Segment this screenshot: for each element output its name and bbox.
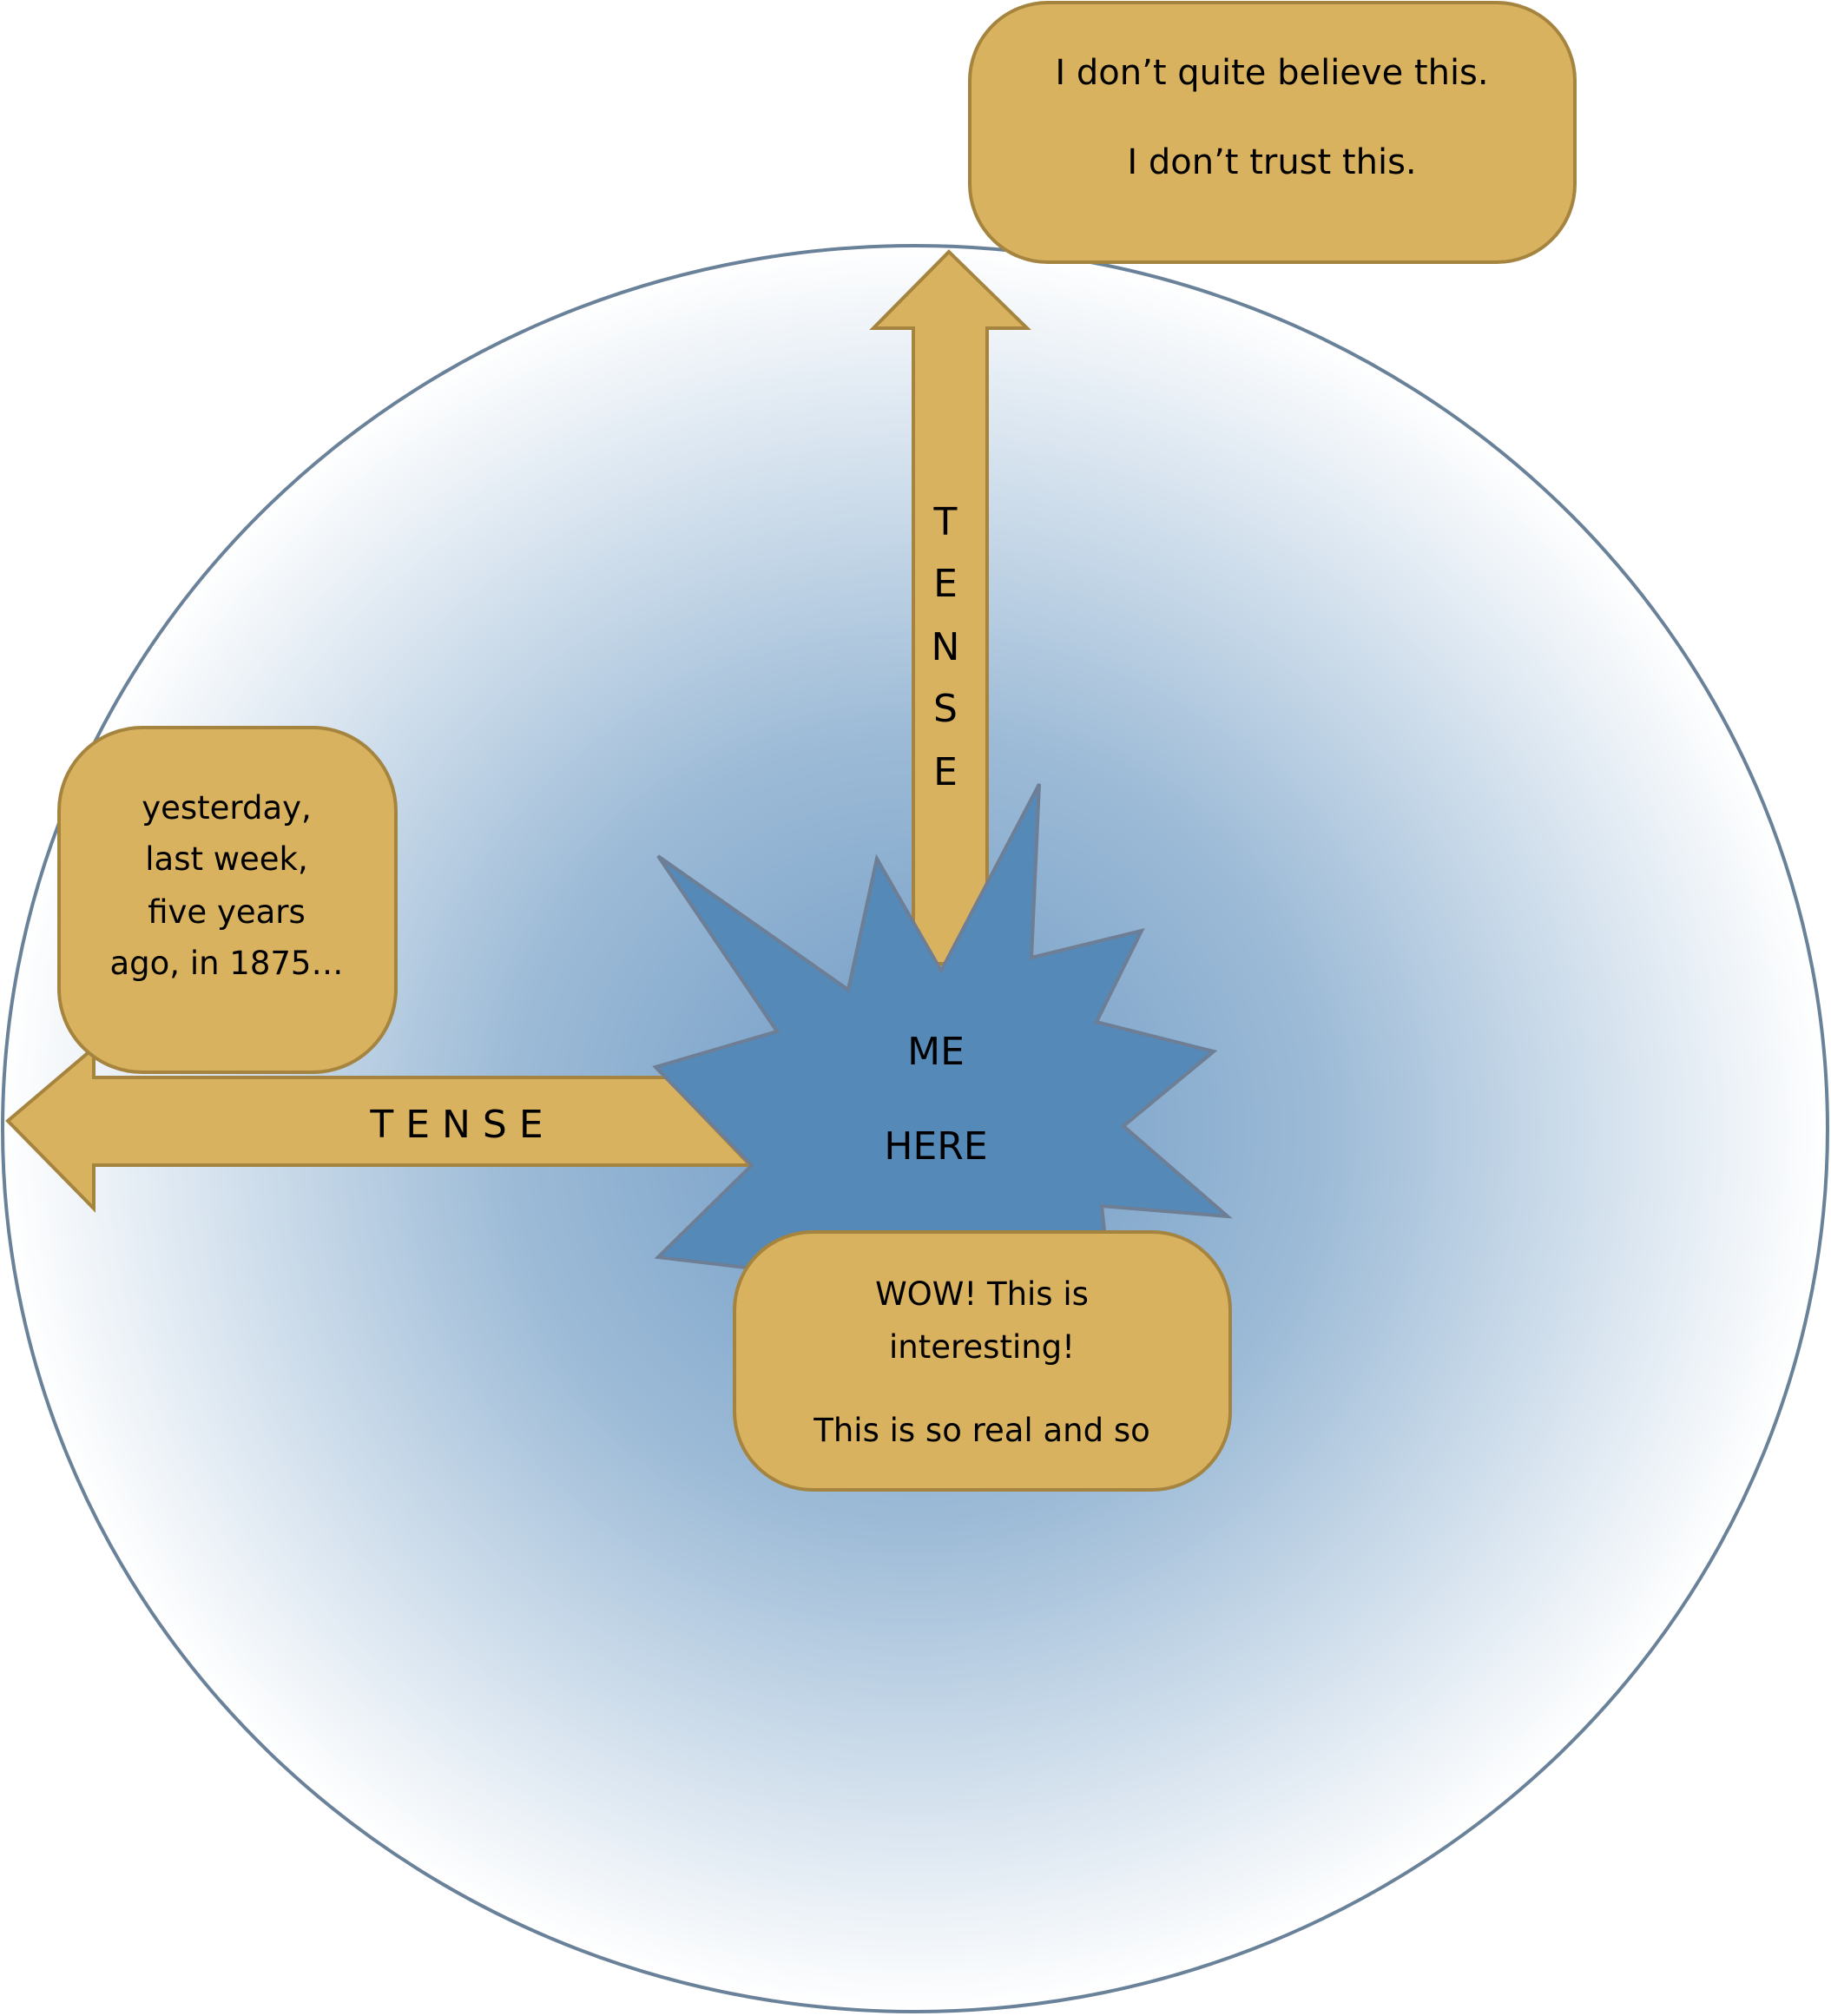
up-arrow-letter: E [933, 562, 958, 606]
left-callout-line: ago, in 1875… [110, 945, 344, 982]
me-here-burst: ME HERE [652, 783, 1233, 1288]
left-callout-line: last week, [145, 840, 307, 878]
bottom-callout: WOW! This is interesting! This is so rea… [733, 1230, 1232, 1492]
left-arrow-label: T E N S E [369, 1103, 543, 1147]
left-callout-line: yesterday, [142, 789, 312, 827]
top-callout-line: I don’t quite believe this. [1055, 53, 1488, 93]
top-callout: I don’t quite believe this. I don’t trus… [968, 1, 1577, 264]
bottom-callout-line: interesting! [889, 1328, 1075, 1366]
up-arrow-letter: T [933, 500, 958, 544]
me-label: ME [907, 1030, 965, 1074]
left-callout: yesterday, last week, five years ago, in… [57, 726, 398, 1074]
up-tense-arrow: T E N S E [869, 249, 1031, 965]
bottom-callout-line: WOW! This is [875, 1275, 1089, 1313]
up-arrow-letter: E [933, 750, 958, 794]
up-arrow-letter: N [932, 625, 960, 669]
bottom-callout-line: This is so real and so [813, 1412, 1150, 1449]
top-callout-line: I don’t trust this. [1127, 142, 1416, 182]
up-arrow-letter: S [933, 687, 958, 731]
here-label: HERE [884, 1124, 987, 1169]
left-callout-line: five years [148, 893, 306, 931]
left-tense-arrow: T E N S E [5, 1044, 754, 1213]
